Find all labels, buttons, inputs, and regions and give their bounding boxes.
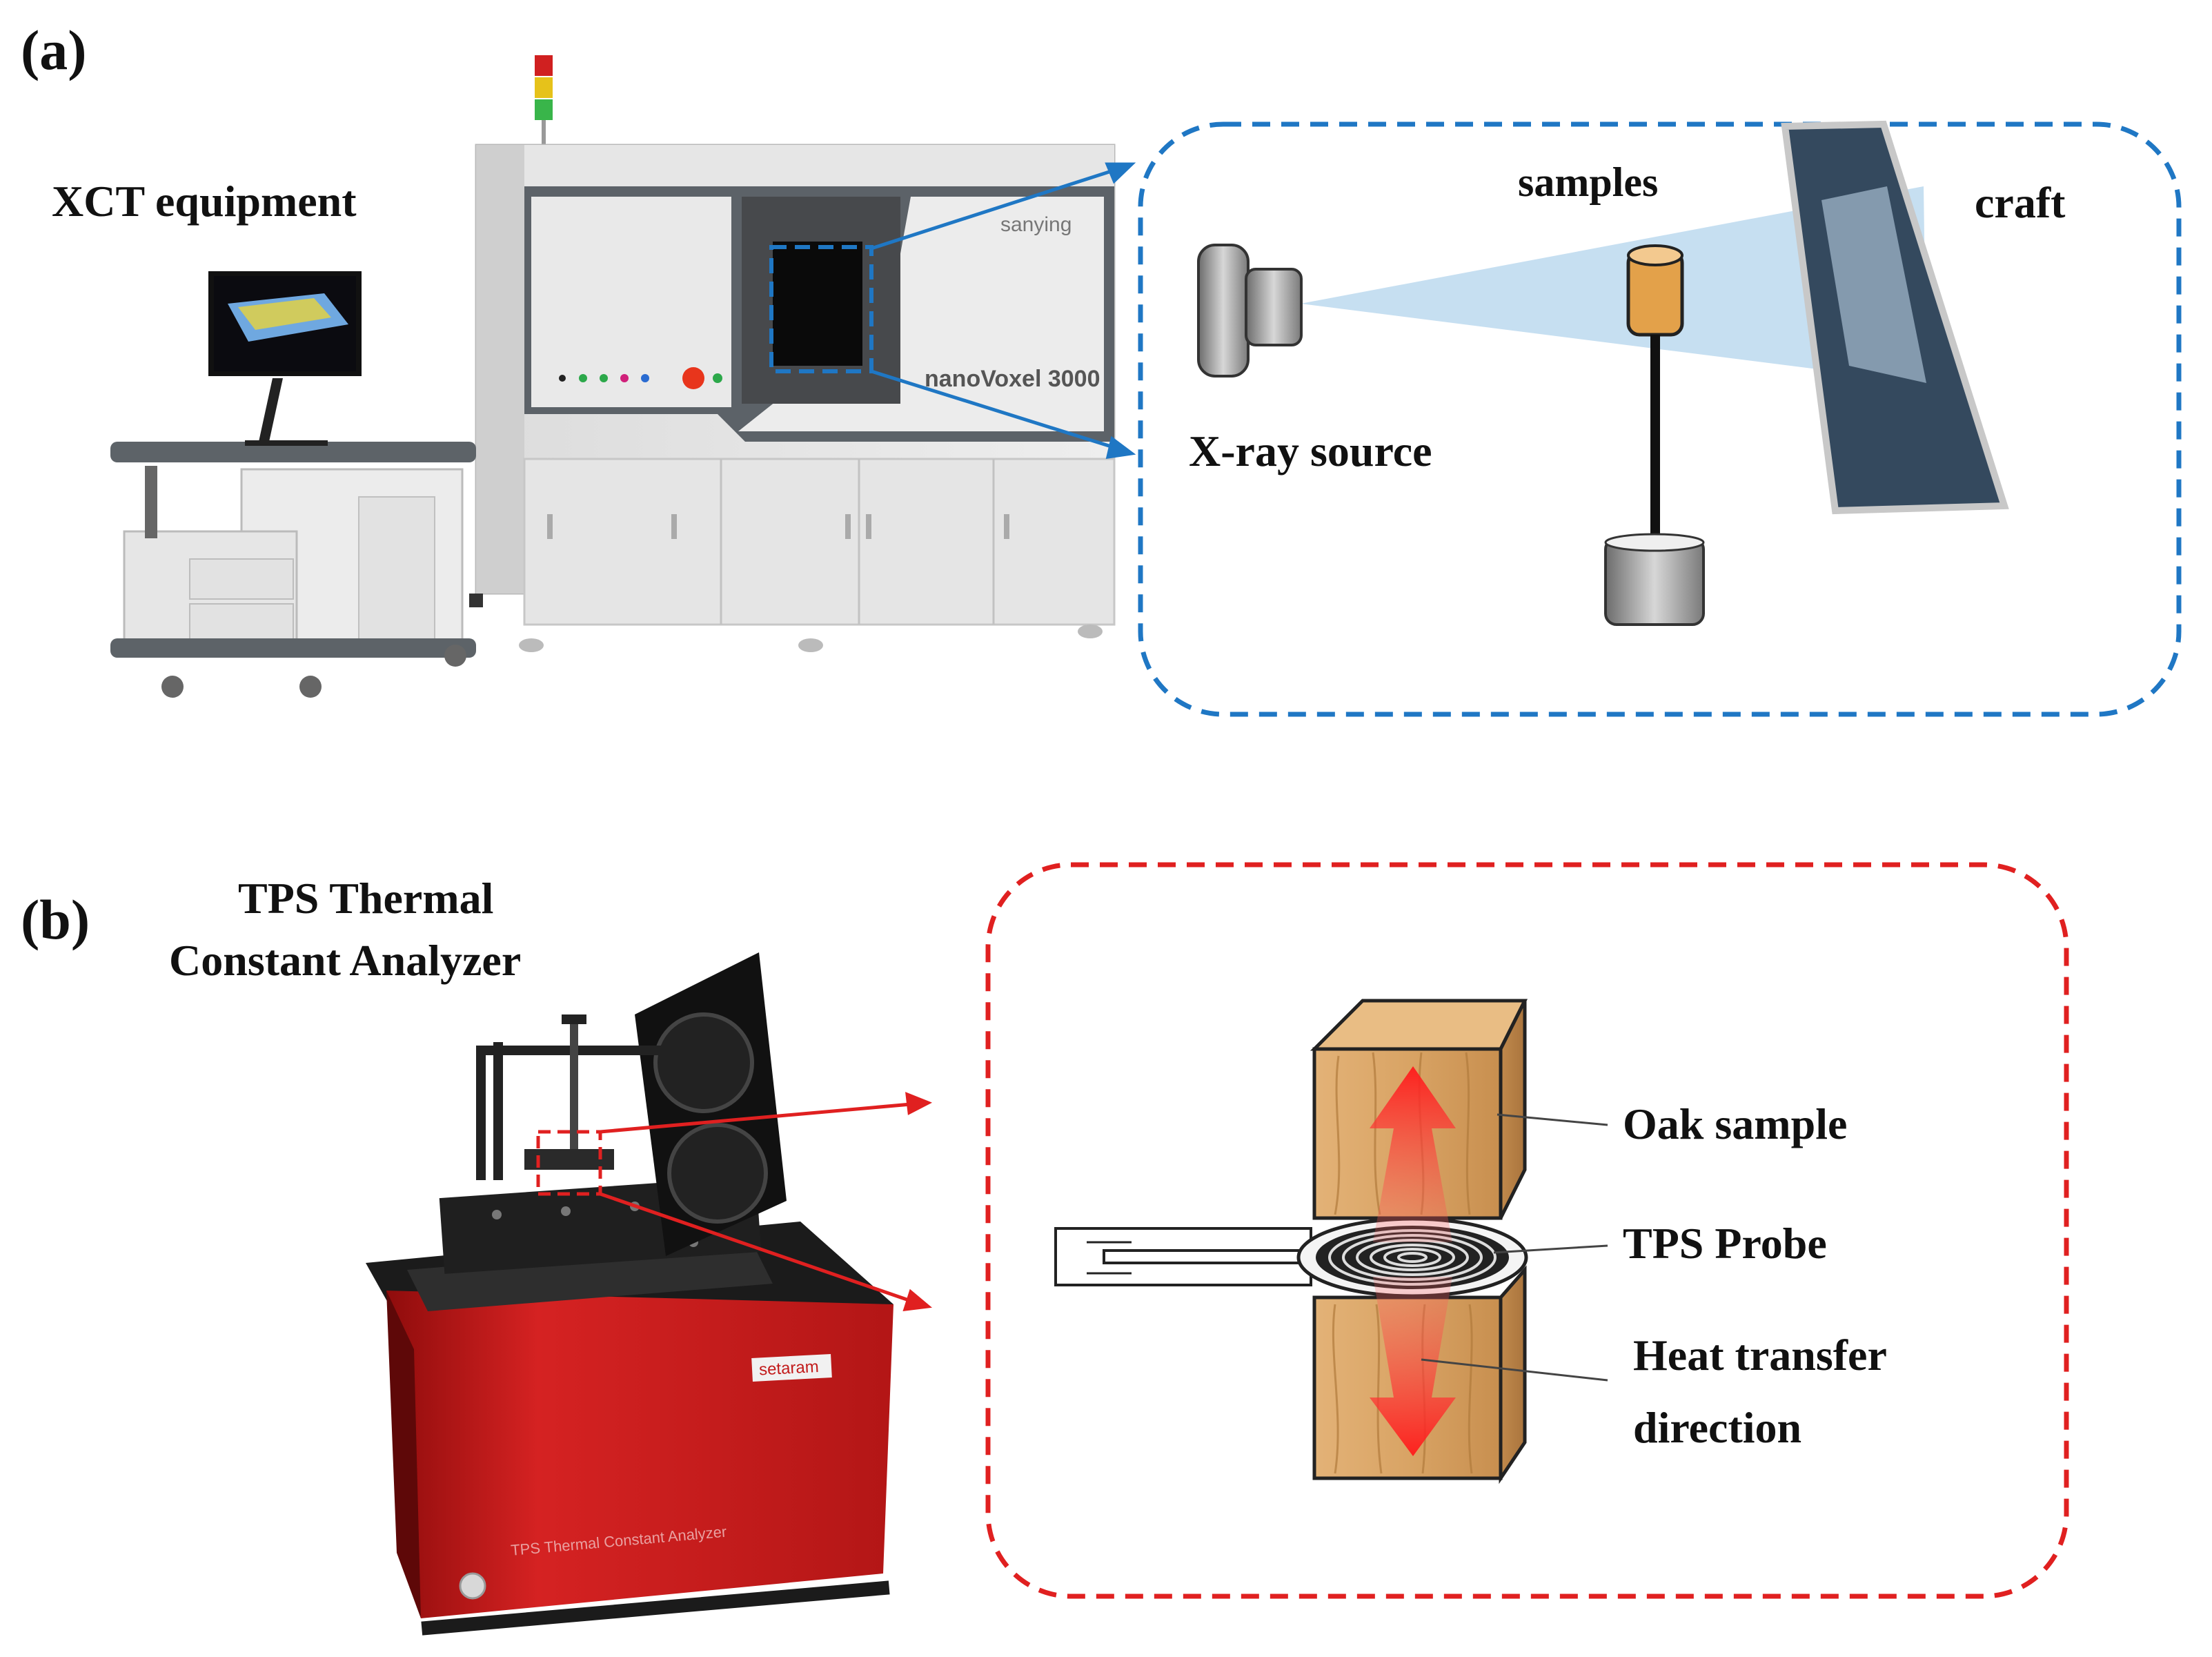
samples-label: samples	[1518, 159, 1658, 205]
oak-sample-label: Oak sample	[1623, 1099, 1847, 1148]
leader-lines	[1421, 1113, 1608, 1382]
xct-model-text: nanoVoxel 3000	[925, 366, 1100, 392]
xray-beam	[1301, 186, 1926, 383]
xct-brand-text: sanying	[1000, 213, 1072, 236]
xct-schematic: samples craft X-ray source	[1138, 120, 2182, 717]
xct-window-highlight	[769, 245, 873, 373]
xct-equipment-illustration: sanying nanoVoxel 3000	[110, 55, 1116, 698]
tps-analyzer-illustration: setaram TPS Thermal Constant Analyzer	[366, 952, 893, 1636]
xray-source-label: X-ray source	[1189, 426, 1432, 475]
heat-transfer-arrows	[1370, 1066, 1456, 1456]
tps-probe-spiral	[1296, 1217, 1528, 1298]
callout-arrows-a	[871, 162, 1136, 460]
sample-stage	[1604, 244, 1705, 626]
tps-probe-highlight	[536, 1130, 602, 1196]
tps-probe-label: TPS Probe	[1623, 1219, 1827, 1268]
tps-probe-leads	[1054, 1227, 1312, 1286]
panel-b: (b) TPS Thermal Constant Analyzer setara…	[21, 862, 2069, 1636]
xray-source	[1197, 244, 1303, 378]
panel-a-label: (a)	[21, 19, 87, 81]
heat-transfer-label-line2: direction	[1633, 1403, 1801, 1452]
tps-title-line2: Constant Analyzer	[169, 936, 521, 985]
panel-a: (a)	[21, 19, 2182, 717]
panel-b-label: (b)	[21, 888, 90, 951]
heat-transfer-label-line1: Heat transfer	[1633, 1331, 1887, 1380]
tps-brand-text: setaram	[758, 1357, 819, 1380]
tps-title-line1: TPS Thermal	[238, 874, 493, 923]
callout-arrows-b	[600, 1092, 933, 1311]
xct-schematic-border	[1138, 121, 2182, 717]
tps-schematic: Oak sample TPS Probe Heat transfer direc…	[985, 862, 2069, 1599]
xct-equipment-label: XCT equipment	[52, 177, 357, 226]
craft-label: craft	[1975, 178, 2066, 227]
